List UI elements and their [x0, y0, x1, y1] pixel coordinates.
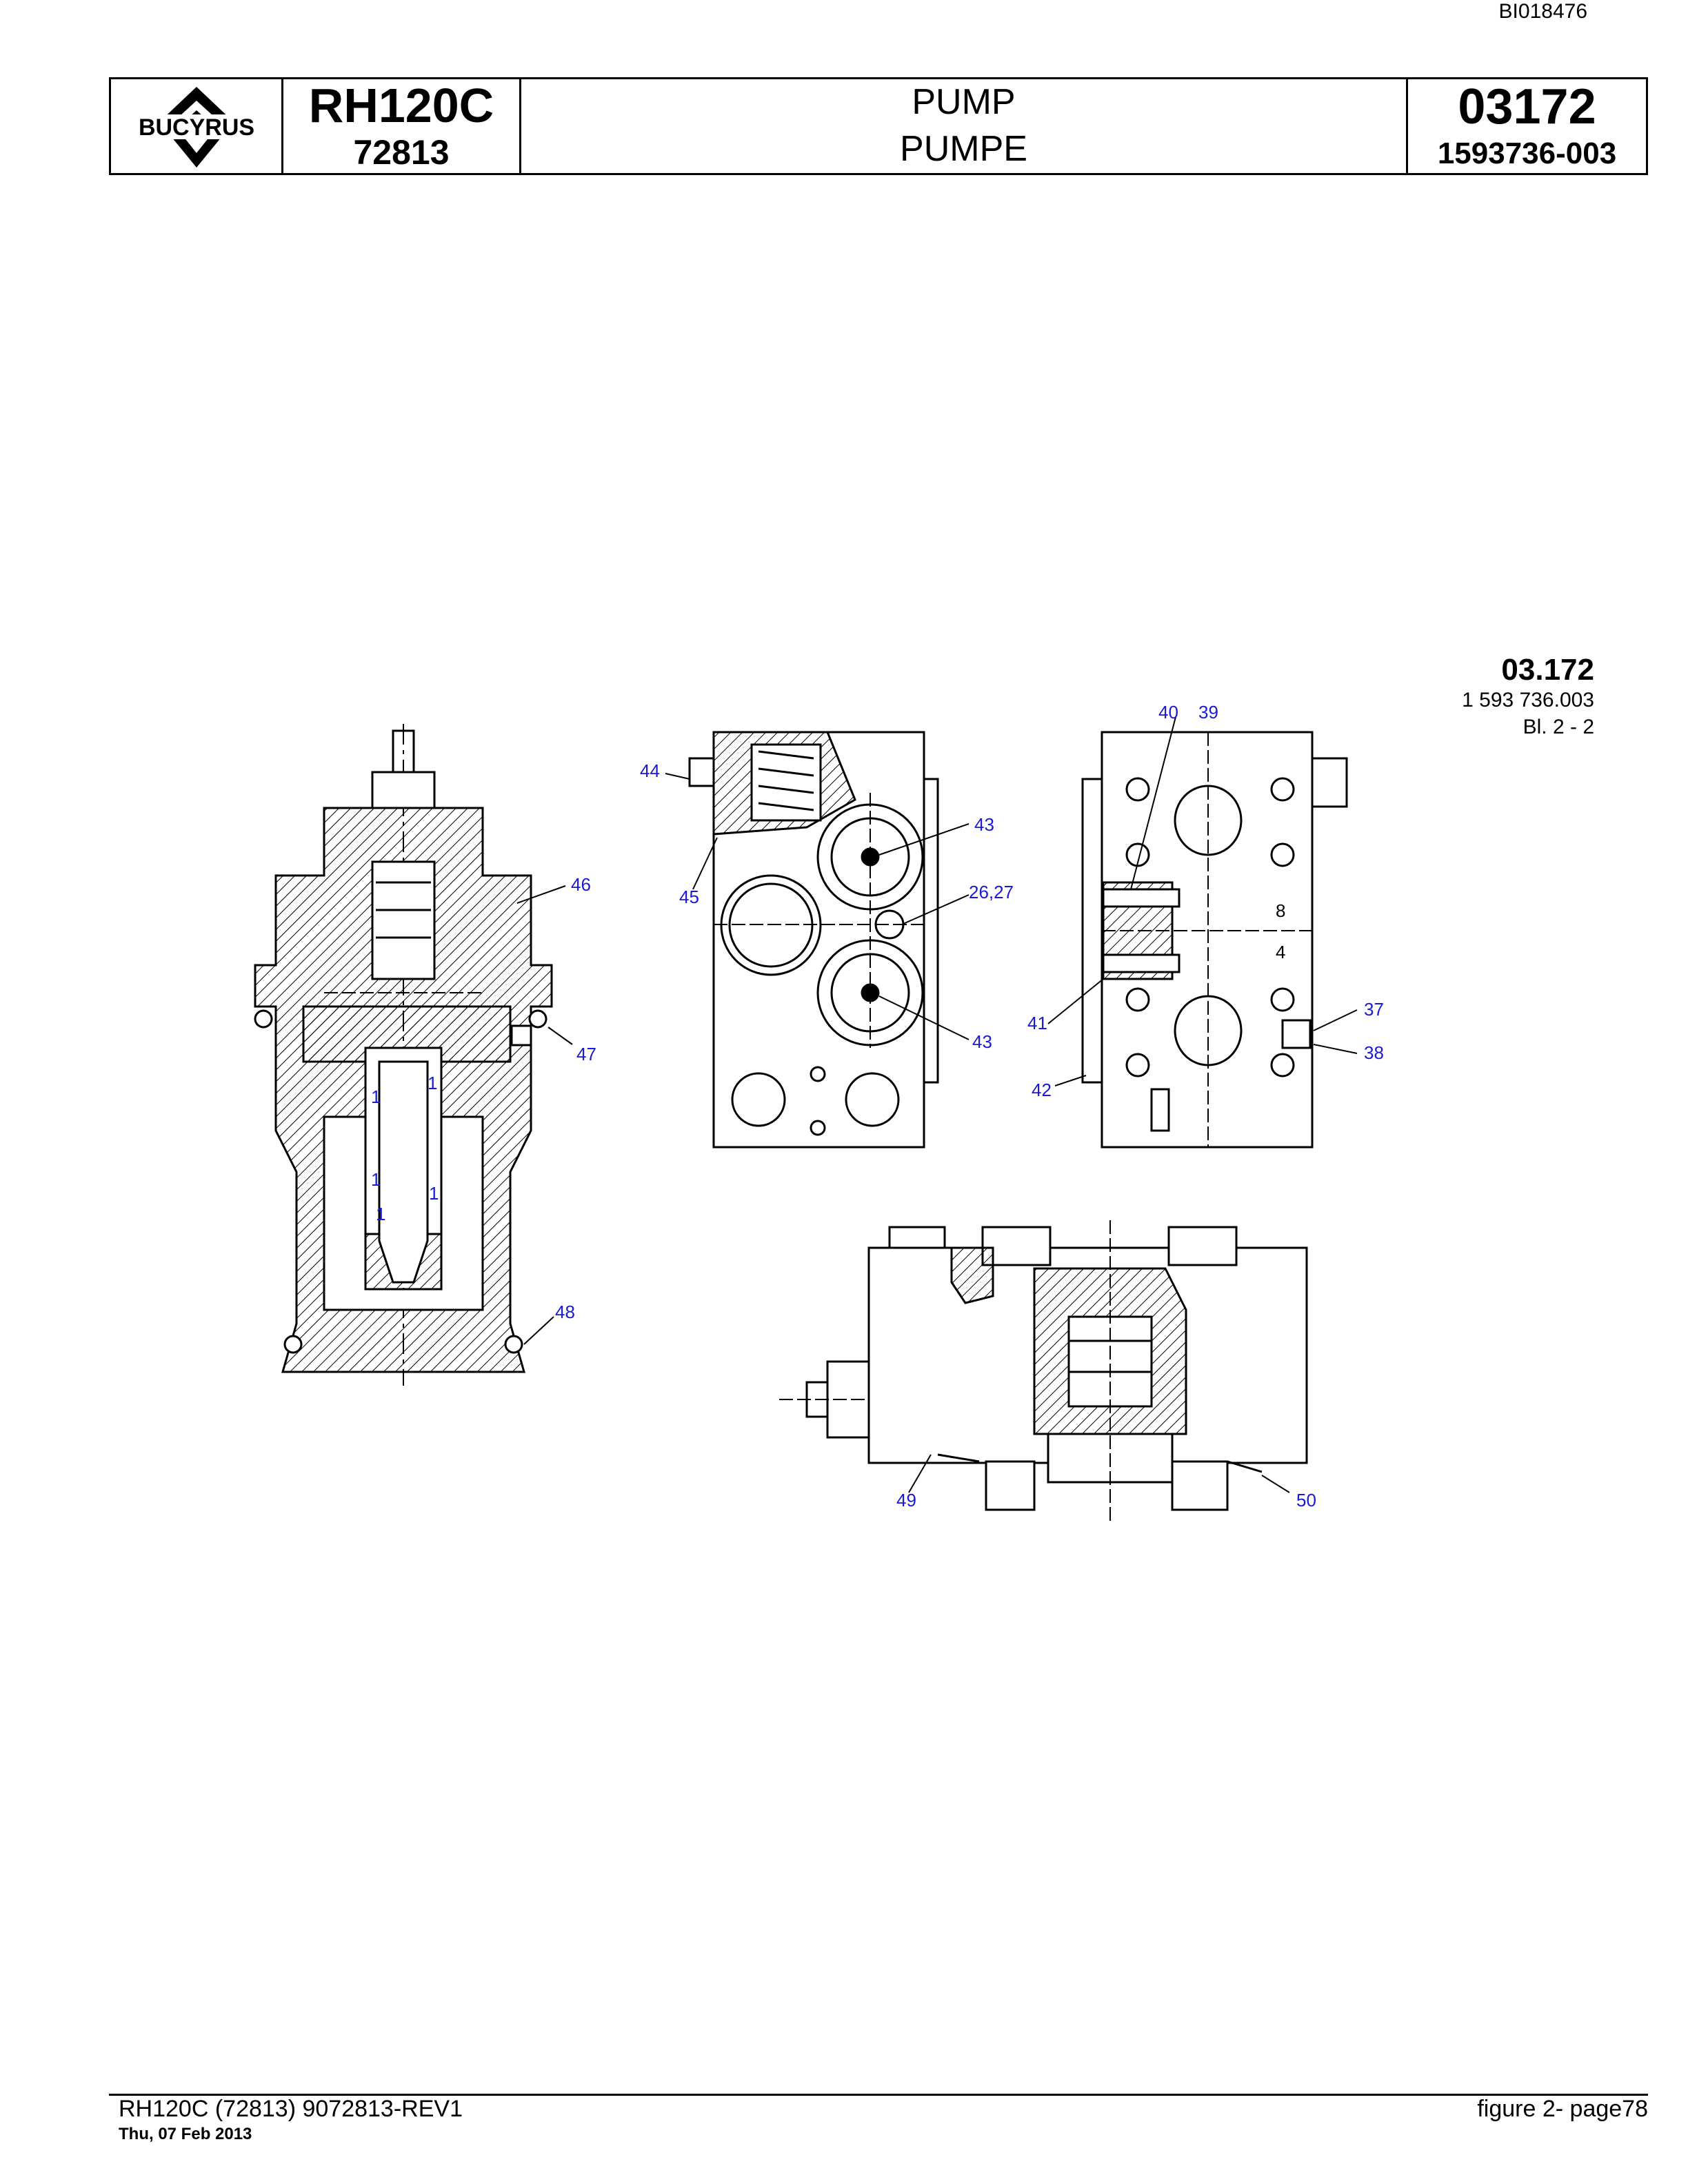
bucyrus-logo: BUCYRUS — [123, 87, 269, 168]
marker-upper: 8 — [1276, 900, 1285, 921]
title-english: PUMP — [912, 82, 1016, 123]
callout-38: 38 — [1364, 1042, 1384, 1063]
section-view-left-labels: 1 1 1 1 1 — [371, 1073, 439, 1224]
callout-44: 44 — [640, 760, 660, 781]
callout-37: 37 — [1364, 999, 1384, 1020]
title-block: BUCYRUS RH120C 72813 PUMP PUMPE 03172 15… — [109, 77, 1648, 175]
figure-reference: 03.172 1 593 736.003 Bl. 2 - 2 — [1462, 653, 1594, 740]
label-one: 1 — [371, 1169, 381, 1190]
figure-group: 03.172 — [1501, 653, 1594, 687]
logo-cell: BUCYRUS — [111, 79, 283, 173]
callout-40: 40 — [1158, 702, 1178, 722]
document-id: BI018476 — [1498, 0, 1587, 23]
group-number: 03172 — [1458, 79, 1596, 134]
model-name: RH120C — [308, 78, 494, 132]
footer-document-ref: RH120C (72813) 9072813-REV1 — [119, 2096, 463, 2122]
callout-46: 46 — [571, 874, 591, 895]
callout-49: 49 — [896, 1490, 916, 1510]
label-one: 1 — [371, 1086, 381, 1107]
callout-43-lower: 43 — [972, 1031, 992, 1052]
title-cell: PUMP PUMPE — [521, 79, 1408, 173]
callout-50: 50 — [1296, 1490, 1316, 1510]
footer-date: Thu, 07 Feb 2013 — [119, 2125, 252, 2143]
callout-47: 47 — [576, 1044, 596, 1064]
callouts: 44 45 46 47 48 43 43 26,27 40 39 41 42 3… — [555, 702, 1384, 1510]
footer-divider — [109, 2094, 1648, 2096]
label-one: 1 — [429, 1183, 439, 1204]
front-view-middle — [688, 731, 939, 1149]
callout-42: 42 — [1032, 1080, 1052, 1100]
marker-lower: 4 — [1276, 942, 1285, 962]
svg-text:BUCYRUS: BUCYRUS — [138, 114, 254, 141]
leader-lines — [516, 716, 1358, 1493]
footer-page: figure 2- page78 — [1477, 2096, 1648, 2122]
title-german: PUMPE — [900, 129, 1027, 169]
side-view-labels: 8 4 — [1276, 900, 1285, 962]
part-number: 1593736-003 — [1437, 136, 1617, 170]
bottom-view — [779, 1220, 1308, 1524]
callout-43-upper: 43 — [974, 814, 994, 835]
figure-sheet: Bl. 2 - 2 — [1523, 716, 1594, 739]
figure-number: 1 593 736.003 — [1462, 689, 1594, 712]
side-view-right — [1081, 731, 1348, 1149]
model-cell: RH120C 72813 — [283, 79, 521, 173]
callout-45: 45 — [679, 887, 699, 907]
callout-41: 41 — [1027, 1013, 1047, 1033]
callout-39: 39 — [1198, 702, 1218, 722]
callout-26-27: 26,27 — [969, 882, 1014, 902]
section-view-left — [254, 724, 553, 1386]
label-one: 1 — [428, 1073, 437, 1093]
label-one: 1 — [376, 1204, 385, 1224]
serial-number: 72813 — [353, 132, 450, 172]
number-cell: 03172 1593736-003 — [1408, 79, 1646, 173]
callout-48: 48 — [555, 1302, 575, 1322]
